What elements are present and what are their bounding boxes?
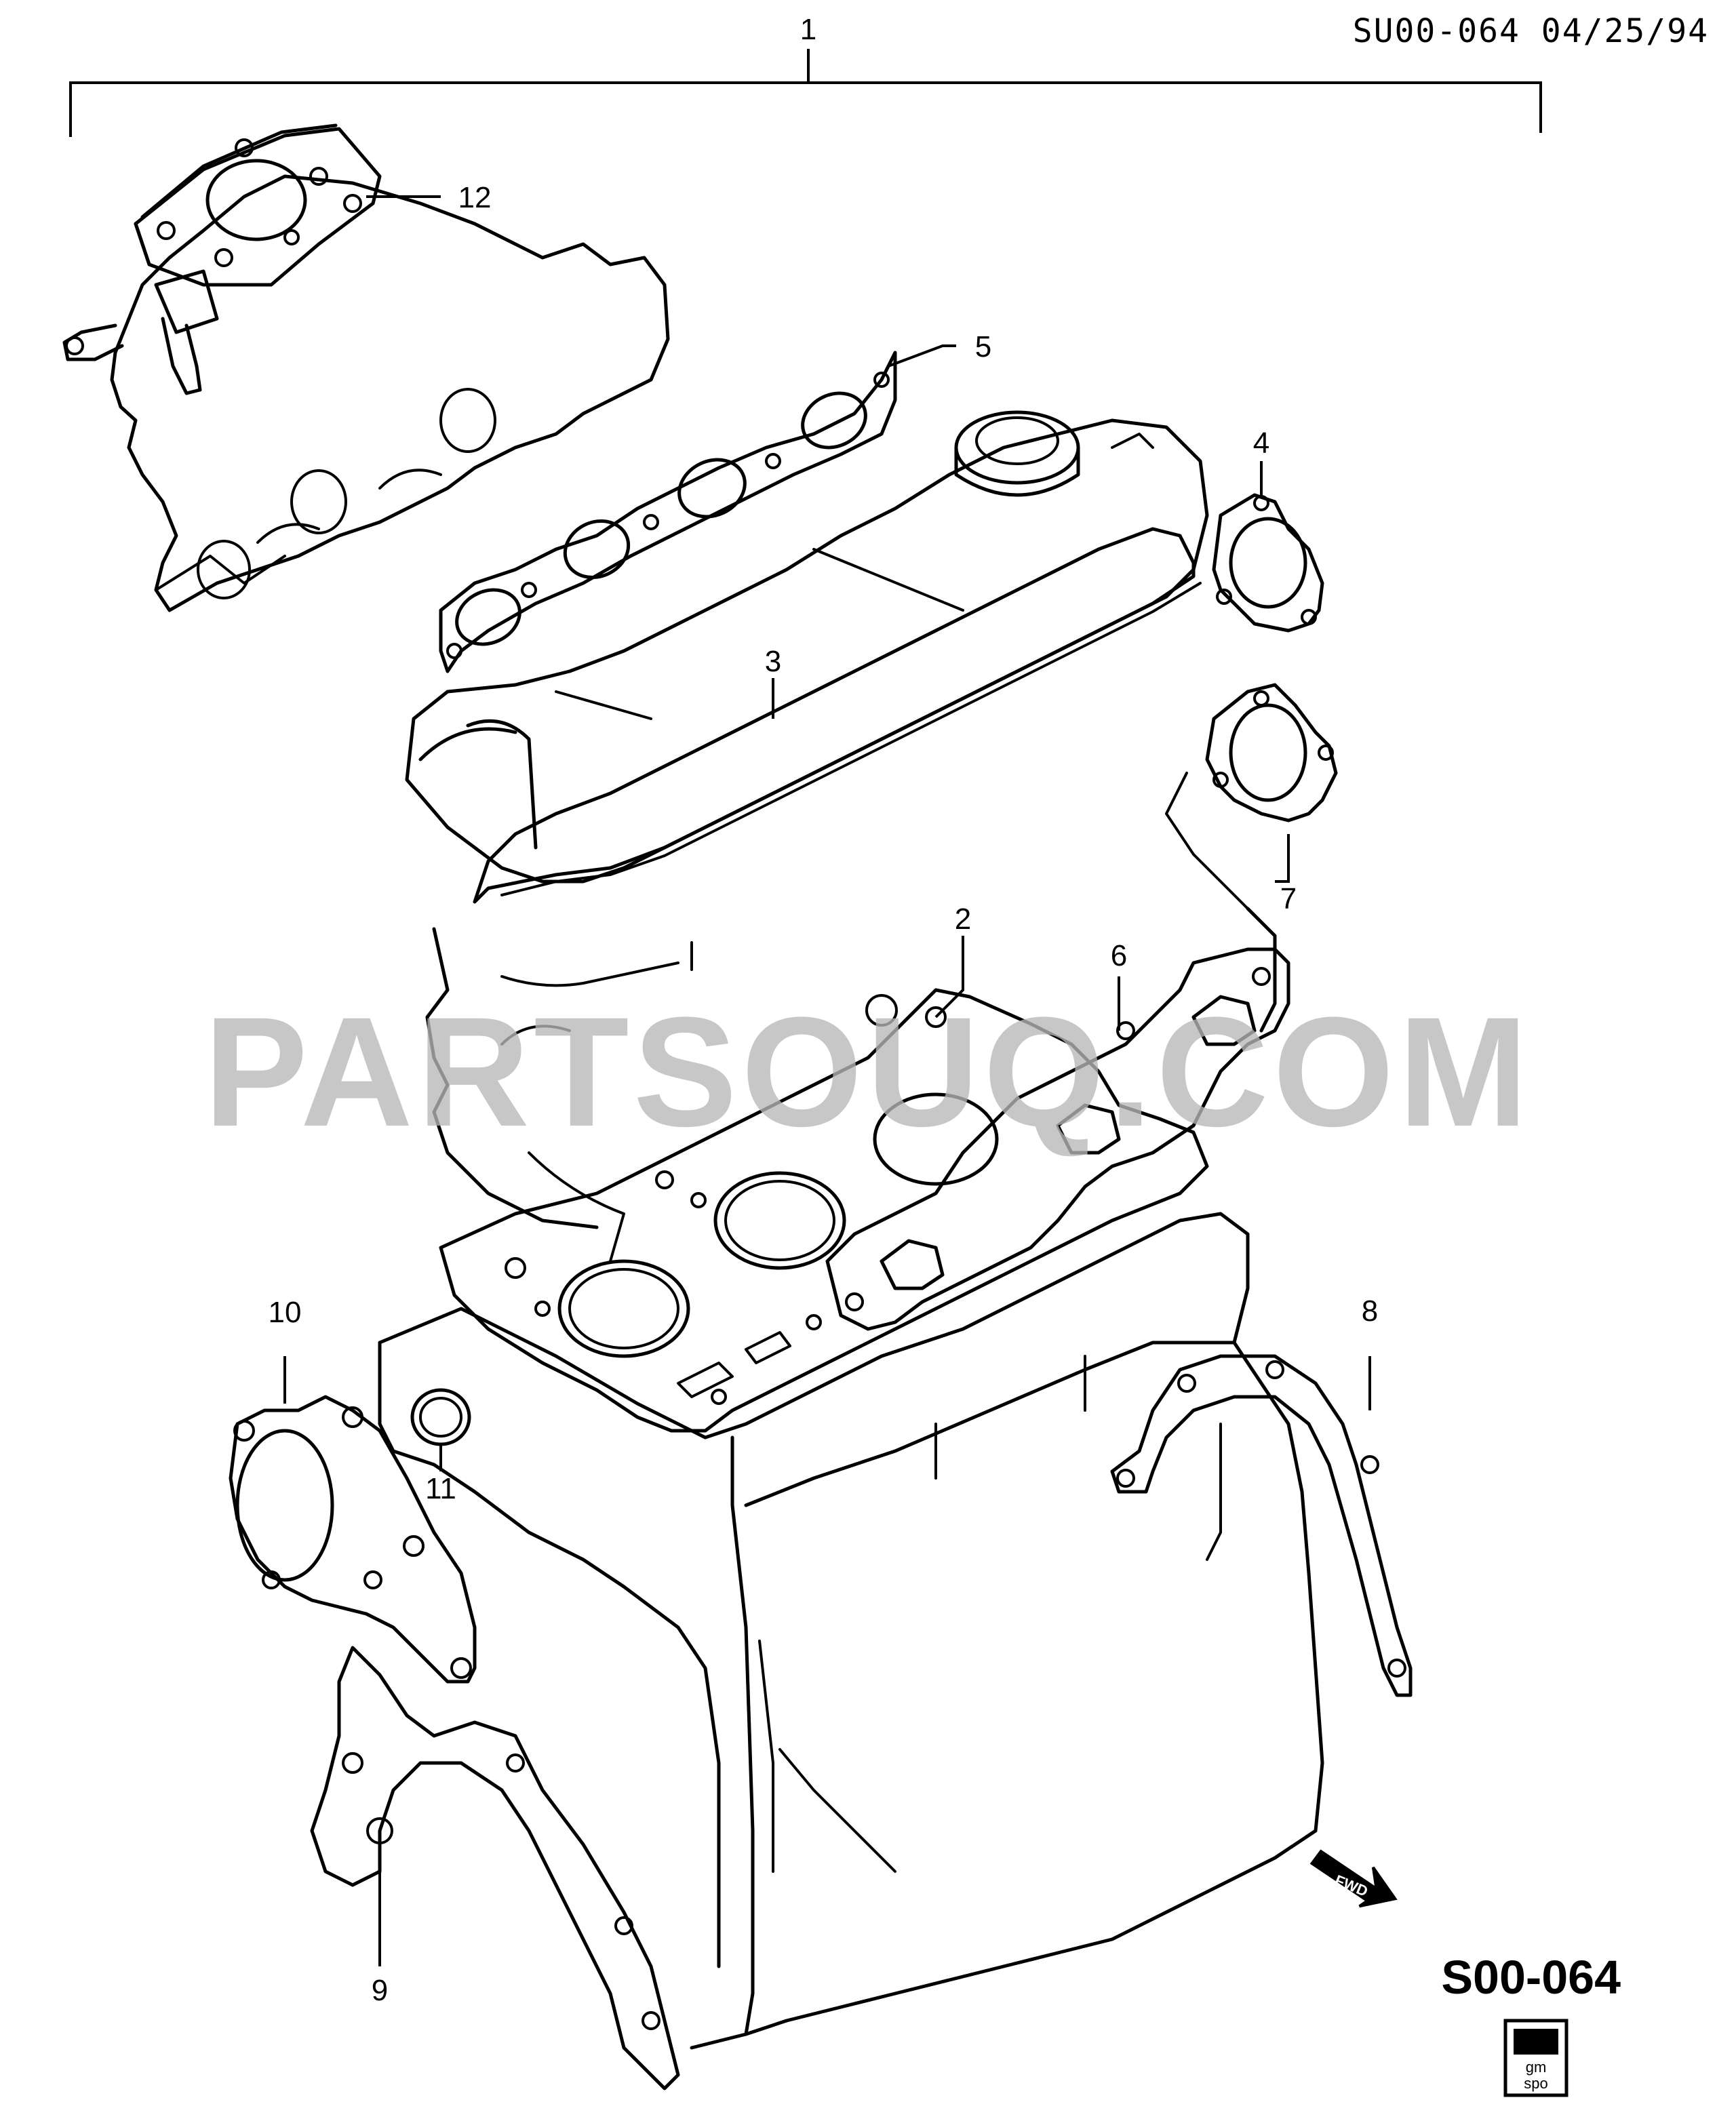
rear-housing-gasket [1110,1354,1413,1697]
callout-4[interactable]: 4 [1253,427,1269,460]
callout-11[interactable]: 11 [425,1472,456,1505]
callout-10[interactable]: 10 [269,1296,302,1329]
callout-9[interactable]: 9 [372,1974,388,2007]
cylinder-head-cover [405,410,1209,884]
o-ring [410,1388,471,1446]
callout-12[interactable]: 12 [458,181,492,214]
head-cover-gasket [473,527,1202,987]
small-gasket-4 [1212,493,1324,633]
cylinder-head-gasket [439,988,1209,1433]
callout-6[interactable]: 6 [1111,939,1127,972]
callout-5[interactable]: 5 [975,330,991,363]
water-pump-gasket [229,1395,477,1684]
diagram-code: S00-064 [1441,1951,1621,2004]
callout-8[interactable]: 8 [1362,1294,1378,1328]
intake-manifold-gasket [439,351,897,673]
intake-manifold-assembly [62,174,670,612]
callout-3[interactable]: 3 [765,645,781,678]
gm-spo-badge: gm spo [1503,2019,1569,2097]
drawing-reference: SU00-064 04/25/94 [1353,12,1709,50]
callout-1[interactable]: 1 [800,13,816,46]
throttle-body-gasket [134,123,382,287]
callout-2[interactable]: 2 [955,903,971,936]
kit-bracket: 1 [69,13,1542,137]
exhaust-manifold-gasket [825,947,1290,1331]
spo-label: spo [1524,2075,1547,2092]
gasket-7 [1165,683,1338,910]
fwd-direction-badge: FWD [1309,1849,1398,1908]
watermark: PARTSOUQ.COM [204,985,1533,1159]
cylinder-head [425,907,1277,1263]
timing-cover-gasket [310,1646,680,2090]
gm-label: gm [1526,2059,1547,2076]
callout-7[interactable]: 7 [1280,882,1297,915]
engine-block [378,1212,1324,2050]
